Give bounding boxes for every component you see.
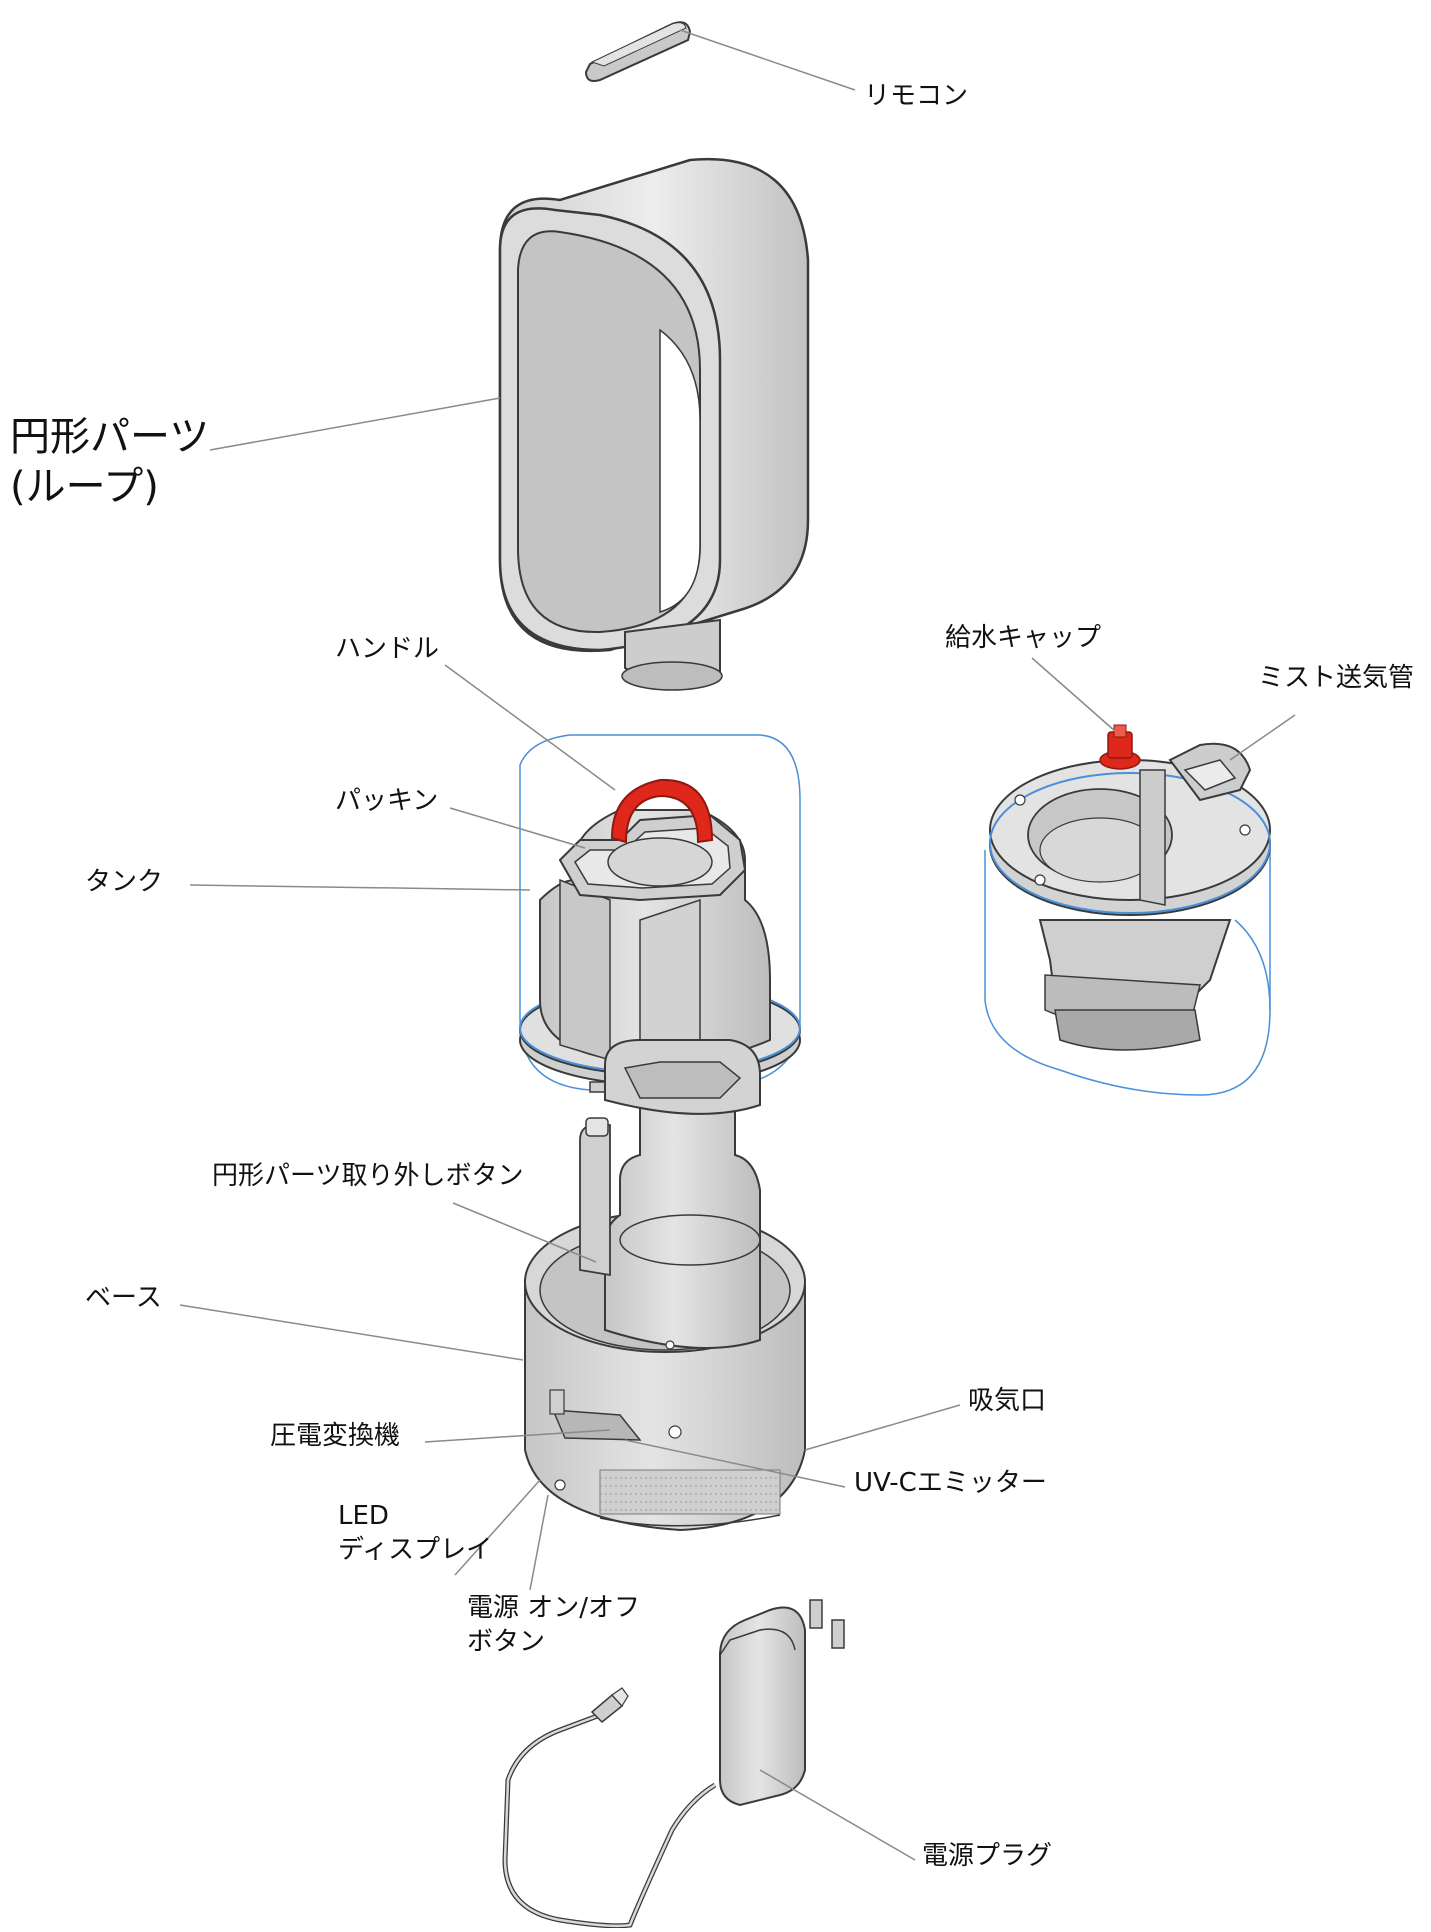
power-plug-part: [502, 1599, 845, 1929]
label-power-line2: ボタン: [467, 1626, 546, 1657]
label-led-line1: LED: [338, 1501, 389, 1531]
label-gasket: パッキン: [335, 786, 439, 816]
label-tank: タンク: [85, 867, 164, 897]
tank-part: [519, 734, 801, 1093]
label-power-plug: 電源プラグ: [922, 1841, 1053, 1871]
label-water-cap: 給水キャップ: [945, 623, 1102, 653]
label-air-inlet: 吸気口: [968, 1386, 1047, 1416]
label-loop: 円形パーツ (ループ): [10, 412, 209, 512]
label-led-line2: ディスプレイ: [338, 1534, 493, 1565]
loop-part: [498, 157, 810, 691]
label-loop-release-button: 円形パーツ取り外しボタン: [212, 1161, 524, 1191]
label-base: ベース: [85, 1283, 162, 1313]
label-led-display: LED ディスプレイ: [338, 1500, 492, 1568]
label-power-line1: 電源 オン/オフ: [467, 1593, 641, 1623]
mist-unit-part: [984, 724, 1271, 1096]
base-part: [524, 1039, 806, 1532]
label-loop-line1: 円形パーツ: [10, 414, 210, 460]
label-uvc-emitter: UV-Cエミッター: [854, 1468, 1047, 1498]
label-power-button: 電源 オン/オフ ボタン: [467, 1592, 640, 1660]
label-remote: リモコン: [864, 81, 969, 111]
label-loop-line2: (ループ): [10, 464, 159, 510]
label-handle: ハンドル: [335, 634, 440, 664]
label-piezo: 圧電変換機: [270, 1421, 401, 1451]
water-cap-red: [1099, 724, 1141, 770]
leader-lines: [179, 29, 1296, 1861]
vent-grille: [599, 1469, 781, 1515]
remote-control: [584, 21, 692, 82]
label-mist-duct: ミスト送気管: [1258, 663, 1415, 693]
